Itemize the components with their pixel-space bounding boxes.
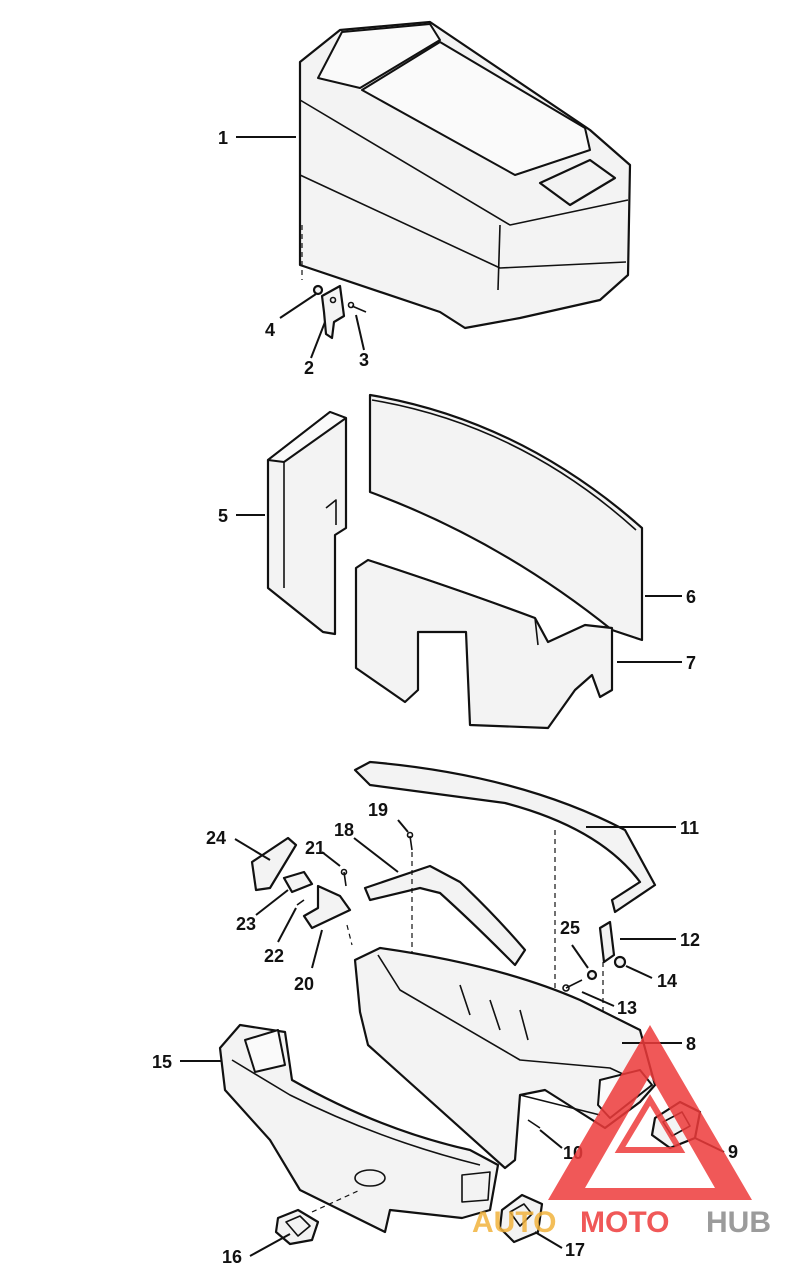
callout-3: 3 <box>359 350 369 370</box>
callout-25: 25 <box>560 918 580 938</box>
callout-7: 7 <box>686 653 696 673</box>
rear-liner <box>368 393 644 642</box>
watermark-triangle-icon <box>548 1025 752 1200</box>
callout-16: 16 <box>222 1247 242 1267</box>
watermark-logo: AUTO MOTO HUB <box>472 1025 771 1239</box>
callout-22: 22 <box>264 946 284 966</box>
callout-21: 21 <box>305 838 325 858</box>
callout-5: 5 <box>218 506 228 526</box>
washer <box>312 284 324 296</box>
callout-24: 24 <box>206 828 226 848</box>
leader-lines <box>180 136 725 1257</box>
latch-screw <box>562 979 583 992</box>
bottom-liner <box>354 558 614 730</box>
hinge-bracket <box>302 884 352 930</box>
top-cowl <box>298 20 632 330</box>
hinge-link <box>282 870 314 894</box>
latch-nut <box>613 955 627 969</box>
callout-17: 17 <box>565 1240 585 1260</box>
hinge-pin <box>296 899 305 906</box>
callout-18: 18 <box>334 820 354 840</box>
callout-6: 6 <box>686 587 696 607</box>
cowl-pin <box>527 1119 541 1129</box>
latch-washer <box>586 969 598 981</box>
support-strap <box>363 864 527 967</box>
watermark-moto: MOTO <box>580 1206 669 1239</box>
callout-8: 8 <box>686 1034 696 1054</box>
hinge-screw <box>340 868 348 887</box>
callout-13: 13 <box>617 998 637 1018</box>
callout-4: 4 <box>265 320 275 340</box>
lower-cowl-port <box>218 1023 500 1234</box>
callout-23: 23 <box>236 914 256 934</box>
watermark-auto: AUTO <box>472 1206 556 1239</box>
grommet-front <box>498 1193 544 1244</box>
side-liner <box>266 410 348 636</box>
latch-clip <box>598 920 616 964</box>
callout-15: 15 <box>152 1052 172 1072</box>
latch-bracket <box>320 284 346 340</box>
callout-11: 11 <box>680 818 699 838</box>
callout-14: 14 <box>657 971 677 991</box>
hinge-plate <box>250 836 298 892</box>
callout-12: 12 <box>680 930 700 950</box>
watermark-hub: HUB <box>706 1206 771 1239</box>
callout-numbers: 1 2 3 4 5 6 7 8 9 10 11 12 13 14 15 16 1… <box>152 128 738 1267</box>
callout-2: 2 <box>304 358 314 378</box>
callout-19: 19 <box>368 800 388 820</box>
strap-screw <box>406 831 414 851</box>
seal-strip <box>353 760 657 1010</box>
callout-9: 9 <box>728 1142 738 1162</box>
callout-20: 20 <box>294 974 314 994</box>
callout-1: 1 <box>218 128 228 148</box>
screw <box>347 301 367 313</box>
